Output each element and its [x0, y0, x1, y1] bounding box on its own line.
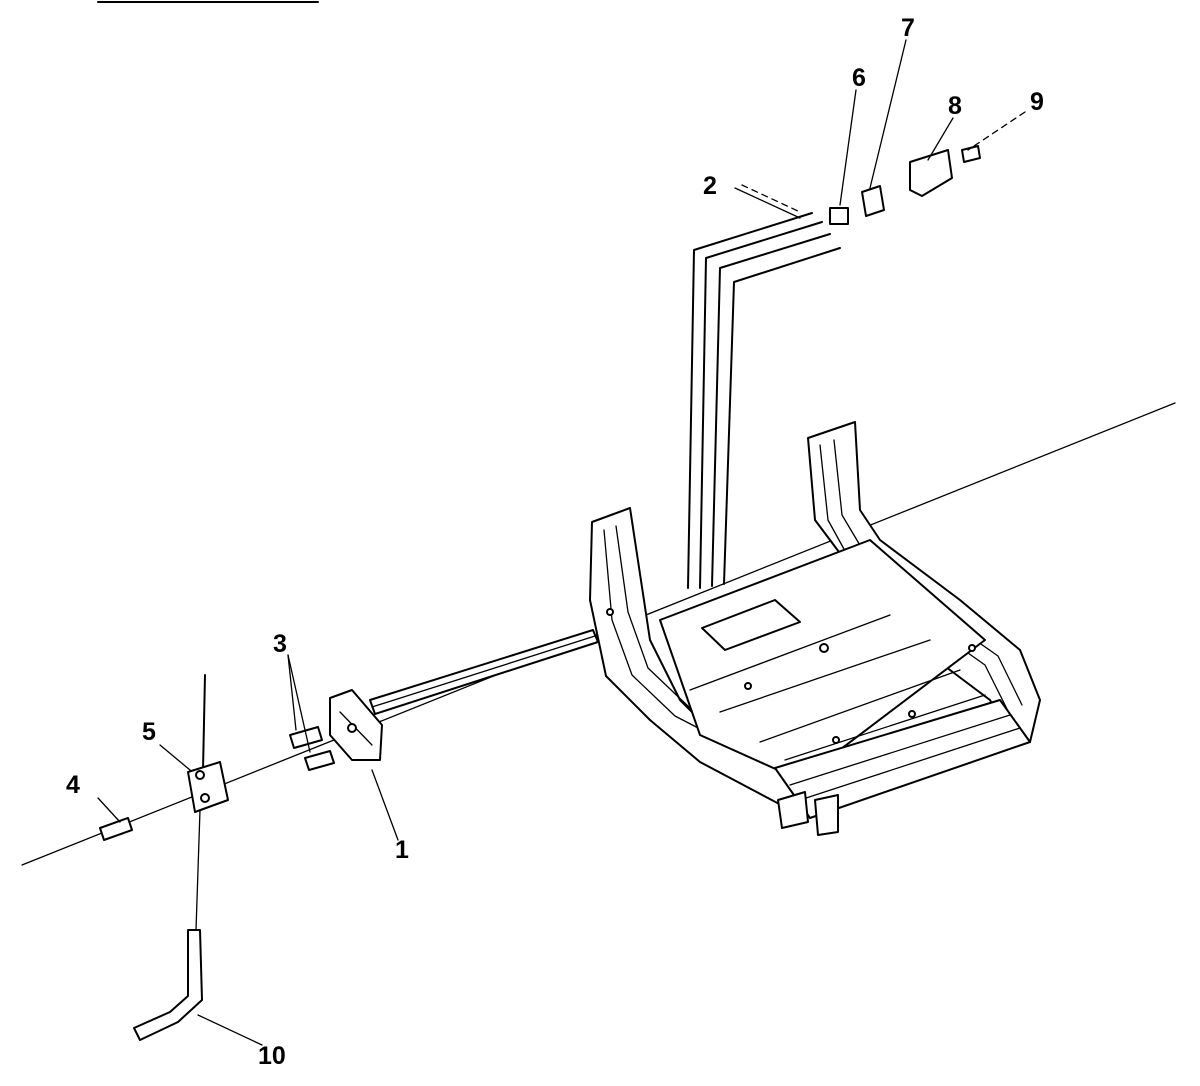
shaft	[369, 629, 599, 715]
callout-7: 7	[901, 14, 915, 42]
handle-rod	[687, 184, 841, 589]
bracket	[329, 689, 383, 761]
callout-10: 10	[258, 1042, 286, 1070]
callout-3: 3	[273, 630, 287, 658]
callout-5: 5	[142, 718, 156, 746]
callout-6: 6	[852, 64, 866, 92]
block-5	[187, 674, 229, 813]
clip-8	[909, 149, 953, 197]
pin-4	[99, 817, 133, 841]
callout-9: 9	[1030, 88, 1044, 116]
callout-8: 8	[948, 92, 962, 120]
leader-lines	[97, 39, 1026, 1046]
callout-4: 4	[66, 771, 80, 799]
callout-1: 1	[395, 836, 409, 864]
bracket-7	[861, 185, 885, 217]
screws-3	[289, 726, 335, 771]
callout-2: 2	[703, 172, 717, 200]
base-frame	[589, 421, 1041, 836]
nut-9	[961, 145, 981, 163]
lever-10	[133, 809, 203, 1041]
washer-6	[829, 207, 849, 225]
